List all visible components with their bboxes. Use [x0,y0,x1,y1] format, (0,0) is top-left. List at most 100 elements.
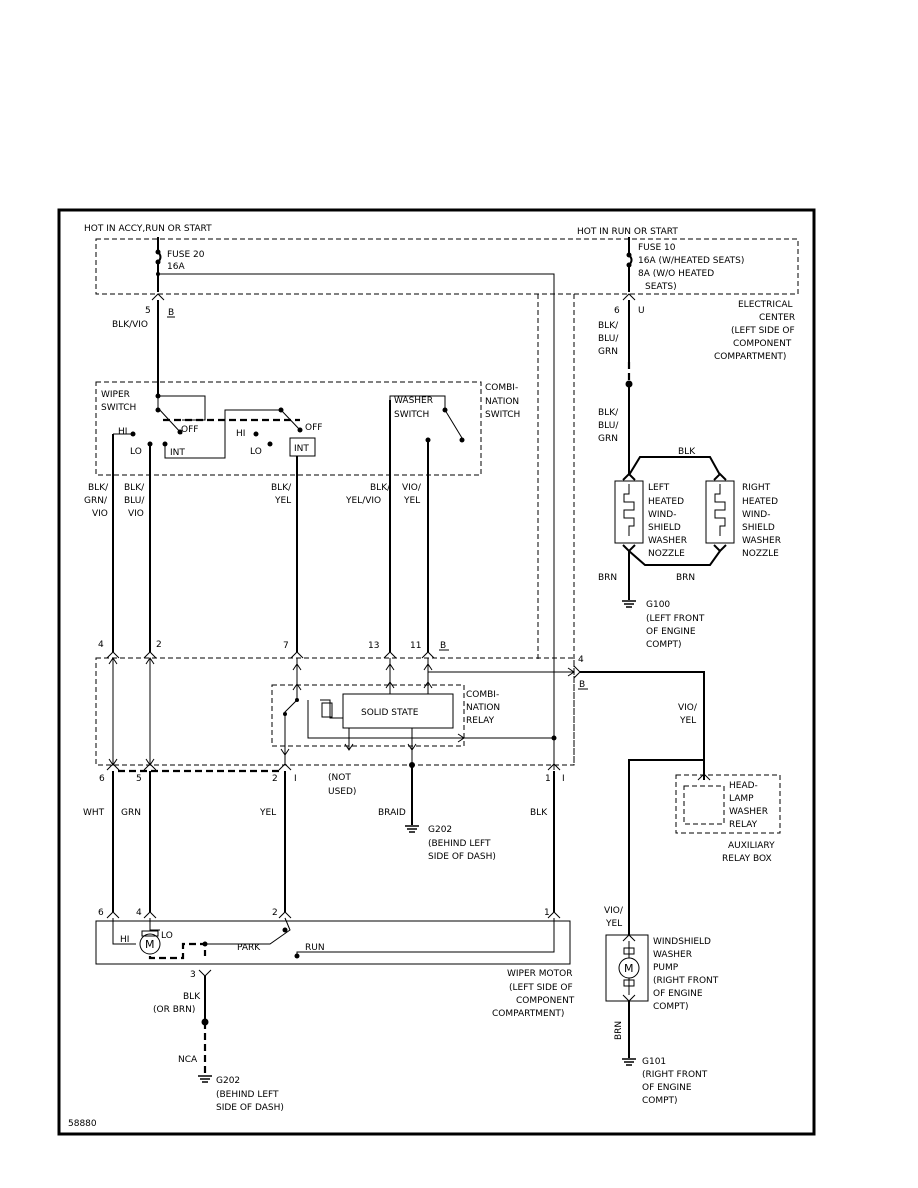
svg-text:B: B [168,308,174,318]
svg-text:3: 3 [190,970,196,980]
svg-text:WASHER: WASHER [653,950,692,960]
svg-text:NOZZLE: NOZZLE [742,549,779,559]
svg-text:COMBI-: COMBI- [485,383,518,393]
combination-relay-label: COMBI- NATION RELAY [466,690,500,726]
svg-text:WASHER: WASHER [729,807,768,817]
svg-text:OF ENGINE: OF ENGINE [642,1083,692,1093]
svg-text:RIGHT: RIGHT [742,483,771,493]
wiper-switch: HI OFF LO INT HI LO OFF INT [118,393,322,459]
relay-inner-outline [271,684,465,747]
svg-text:G202: G202 [428,825,452,835]
svg-text:VIO: VIO [128,509,144,519]
svg-text:HEAD-: HEAD- [729,781,758,791]
svg-text:COMPONENT: COMPONENT [733,339,792,349]
relay-pass-through [108,657,155,766]
svg-text:SHIELD: SHIELD [648,523,681,533]
svg-text:BLK/: BLK/ [598,408,619,418]
wire-label-blk-blu-grn-upper: BLK/ BLU/ GRN [598,321,619,357]
svg-text:(BEHIND LEFT: (BEHIND LEFT [428,839,491,849]
combination-switch-label: COMBI- NATION SWITCH [485,383,520,420]
wire-label-blk-vio: BLK/VIO [112,320,148,330]
svg-text:BLU/: BLU/ [124,496,145,506]
svg-text:13: 13 [368,641,379,651]
svg-text:1: 1 [544,908,550,918]
wire-label-blk-blu-grn-lower: BLK/ BLU/ GRN [598,408,619,444]
svg-text:SHIELD: SHIELD [742,523,775,533]
headlamp-washer-relay-label: HEAD- LAMP WASHER RELAY [729,781,768,830]
wire-label-vio-yel-pump: VIO/ YEL [604,906,624,929]
svg-text:BLK/: BLK/ [370,483,391,493]
svg-text:RELAY BOX: RELAY BOX [722,854,772,864]
svg-text:(BEHIND LEFT: (BEHIND LEFT [216,1090,279,1100]
svg-text:COMPARTMENT): COMPARTMENT) [492,1009,564,1019]
svg-text:RUN: RUN [305,943,325,953]
svg-text:HI: HI [120,935,129,945]
fuse-10: FUSE 10 16A (W/HEATED SEATS) 8A (W/O HEA… [626,237,744,292]
svg-text:7: 7 [283,641,289,651]
svg-text:BLK/: BLK/ [271,483,292,493]
relay-top-connector: 4 2 7 13 11 B [98,640,449,659]
svg-text:11: 11 [410,641,421,651]
svg-text:(LEFT SIDE OF: (LEFT SIDE OF [509,983,573,993]
wire-label-blk-blu-vio: BLK/ BLU/ VIO [124,483,145,519]
svg-text:SIDE OF DASH): SIDE OF DASH) [428,852,496,862]
solid-state-box [342,693,454,729]
svg-text:COMPONENT: COMPONENT [516,996,575,1006]
svg-text:B: B [579,680,585,690]
svg-text:WASHER: WASHER [394,396,433,406]
svg-text:HEATED: HEATED [742,497,778,507]
left-hot-label: HOT IN ACCY,RUN OR START [84,224,212,234]
svg-text:GRN/: GRN/ [84,496,108,506]
relay-not-used-label: (NOT USED) [328,773,356,797]
wire-label-yel: YEL [259,808,276,818]
relay-bottom-connector: 6 5 2 I 1 I [99,763,565,784]
wire-label-blk-nozzles: BLK [678,447,696,457]
svg-text:VIO/: VIO/ [402,483,422,493]
svg-text:LO: LO [161,931,173,941]
svg-text:NATION: NATION [485,397,519,407]
svg-text:SIDE OF DASH): SIDE OF DASH) [216,1103,284,1113]
svg-text:M: M [624,962,634,975]
svg-text:COMPARTMENT): COMPARTMENT) [714,352,786,362]
auxiliary-relay-box-label: AUXILIARY RELAY BOX [722,841,775,864]
svg-text:I: I [562,774,565,784]
wire-label-brn-pump: BRN [614,1021,624,1040]
wire-label-blk-yel-vio: BLK/ YEL/VIO [345,483,391,506]
left-heated-nozzle: LEFT HEATED WIND- SHIELD WASHER NOZZLE [614,472,687,559]
svg-text:(LEFT FRONT: (LEFT FRONT [646,614,705,624]
ground-g202-relay: G202 (BEHIND LEFT SIDE OF DASH) [405,825,496,862]
wire-label-braid: BRAID [378,808,406,818]
svg-text:(LEFT SIDE OF: (LEFT SIDE OF [731,326,795,336]
ground-g100: G100 (LEFT FRONT OF ENGINE COMPT) [622,600,705,650]
svg-text:4: 4 [98,640,104,650]
wiper-motor-symbol: M [145,938,155,951]
svg-text:HI: HI [118,427,127,437]
svg-text:INT: INT [294,444,309,454]
wire-label-brn-left: BRN [598,573,617,583]
svg-text:RELAY: RELAY [466,716,495,726]
svg-text:BLK: BLK [183,992,201,1002]
svg-text:LAMP: LAMP [729,794,754,804]
svg-text:SEATS): SEATS) [645,282,677,292]
svg-text:4: 4 [578,655,584,665]
svg-text:6: 6 [614,306,620,316]
auxiliary-relay-box [675,774,781,834]
svg-text:YEL: YEL [679,716,696,726]
svg-text:COMPT): COMPT) [646,640,682,650]
svg-text:HI: HI [236,429,245,439]
wire-label-wht: WHT [83,808,105,818]
washer-pump-box [605,934,649,1002]
svg-text:BLK/: BLK/ [124,483,145,493]
wiper-motor-label: WIPER MOTOR (LEFT SIDE OF COMPONENT COMP… [492,969,575,1019]
wire-label-blk-or-brn: BLK (OR BRN) [153,992,201,1015]
svg-text:OF ENGINE: OF ENGINE [646,627,696,637]
svg-text:OFF: OFF [181,425,198,435]
washer-pump-motor: M [618,941,640,995]
svg-text:16A (W/HEATED SEATS): 16A (W/HEATED SEATS) [638,256,744,266]
wire-label-blk-yel: BLK/ YEL [271,483,292,506]
ground-g202-motor: G202 (BEHIND LEFT SIDE OF DASH) [198,1075,284,1113]
svg-text:(NOT: (NOT [328,773,351,783]
svg-text:(OR BRN): (OR BRN) [153,1005,195,1015]
right-hot-label: HOT IN RUN OR START [577,227,678,237]
